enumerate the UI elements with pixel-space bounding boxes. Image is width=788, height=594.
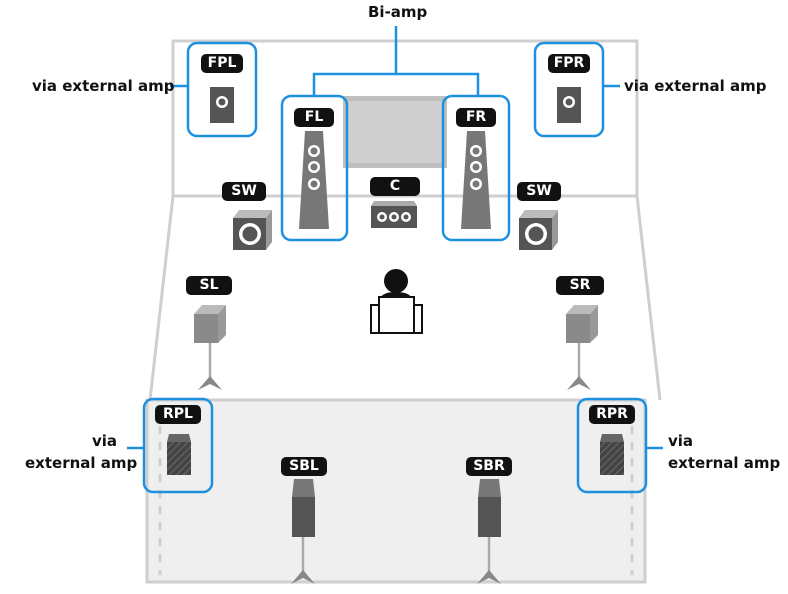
rear-floor-area — [145, 398, 647, 584]
listener-chair-icon — [370, 269, 423, 334]
fpl-speaker-icon — [210, 87, 234, 123]
badge-fpr: FPR — [548, 54, 590, 73]
badge-sl: SL — [186, 276, 232, 295]
rpr-speaker-icon — [600, 434, 624, 475]
fr-tower-speaker-icon — [461, 131, 491, 229]
badge-sw-right: SW — [517, 182, 561, 201]
badge-rpr: RPR — [589, 405, 635, 424]
badge-sw-left: SW — [222, 182, 266, 201]
biamp-label: Bi-amp — [368, 3, 428, 21]
badge-c: C — [370, 177, 420, 196]
badge-sbl: SBL — [281, 457, 327, 476]
sr-speaker-icon — [566, 305, 598, 390]
biamp-connector — [312, 26, 480, 96]
fpr-speaker-icon — [557, 87, 581, 123]
badge-sr: SR — [556, 276, 604, 295]
badge-rpl: RPL — [155, 405, 201, 424]
sbr-speaker-icon — [477, 479, 501, 584]
badge-sbr: SBR — [466, 457, 512, 476]
subwoofer-left-icon — [233, 210, 272, 250]
via-rear-right-label-line2: external amp — [668, 454, 781, 472]
via-rear-left-label-line2: external amp — [25, 454, 138, 472]
via-rear-right-label-line1: via — [668, 432, 694, 450]
fl-tower-speaker-icon — [299, 131, 329, 229]
via-external-amp-top-left-label: via external amp — [32, 77, 175, 95]
rpl-speaker-icon — [167, 434, 191, 475]
sl-speaker-icon — [194, 305, 226, 390]
via-external-amp-top-right-label: via external amp — [624, 77, 767, 95]
subwoofer-right-icon — [519, 210, 558, 250]
sbl-speaker-icon — [291, 479, 315, 584]
via-rear-left-label-line1: via — [92, 432, 118, 450]
badge-fl: FL — [294, 108, 334, 127]
badge-fpl: FPL — [201, 54, 243, 73]
tv-screen — [343, 96, 447, 168]
badge-fr: FR — [456, 108, 496, 127]
highlight-boxes — [142, 41, 648, 494]
center-speaker-icon — [371, 201, 417, 228]
